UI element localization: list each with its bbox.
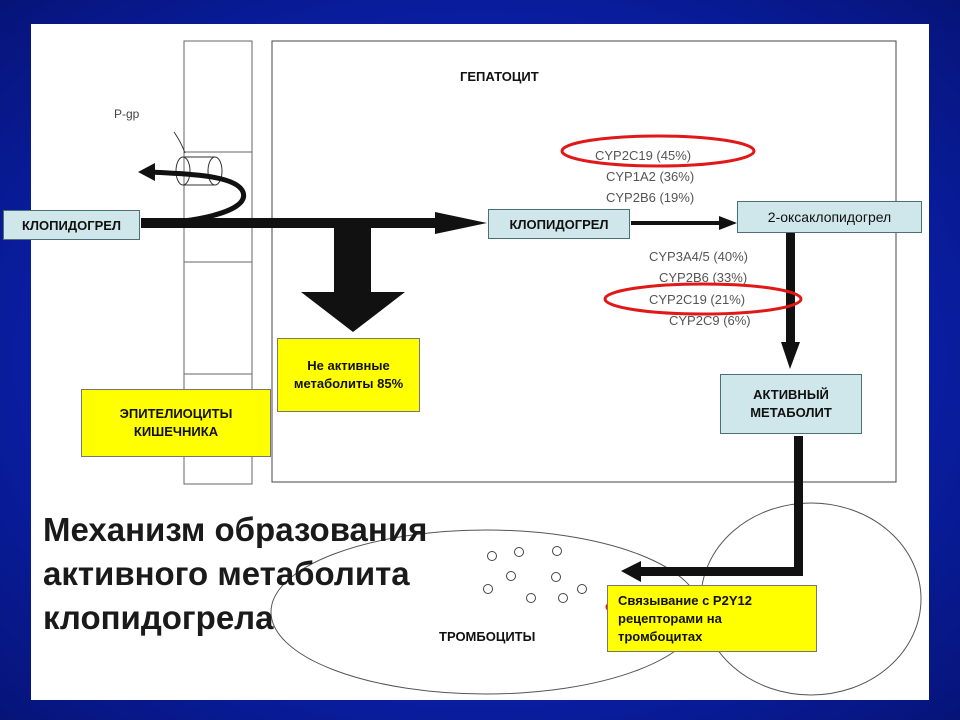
hepatocyte-box bbox=[271, 40, 897, 483]
platelet-granules bbox=[483, 546, 587, 603]
main-absorption-arrow bbox=[141, 218, 441, 228]
diagram-panel: CYP2C19 (45%) CYP1A2 (36%) CYP2B6 (19%) … bbox=[31, 24, 929, 700]
clopidogrel-hepatic-label: КЛОПИДОГРЕЛ bbox=[509, 216, 609, 232]
enzyme-label: CYP3A4/5 (40%) bbox=[649, 249, 748, 264]
cyp2c19-highlight bbox=[603, 282, 803, 316]
oxo-arrowhead bbox=[719, 216, 737, 230]
p2y12-binding-box: Связывание с P2Y12 рецепторами на тромбо… bbox=[607, 585, 817, 652]
platelet-binding-arrowhead bbox=[621, 561, 641, 582]
platelets-label: ТРОМБОЦИТЫ bbox=[439, 629, 535, 644]
active-down-arrowhead bbox=[781, 342, 800, 369]
efflux-arrowhead bbox=[138, 163, 155, 181]
clopidogrel-intake-box: КЛОПИДОГРЕЛ bbox=[3, 210, 140, 240]
enzyme-label: CYP2C9 (6%) bbox=[669, 313, 751, 328]
inactive-metabolites-label: Не активные метаболиты 85% bbox=[293, 358, 404, 391]
active-down-arrow bbox=[786, 232, 795, 348]
active-metabolite-label: АКТИВНЫЙ МЕТАБОЛИТ bbox=[750, 387, 832, 420]
diagram-canvas: CYP2C19 (45%) CYP1A2 (36%) CYP2B6 (19%) … bbox=[114, 40, 922, 696]
main-arrowhead bbox=[435, 212, 487, 234]
pgp-transporter bbox=[175, 156, 223, 186]
enzyme-label: CYP2B6 (19%) bbox=[606, 190, 694, 205]
efflux-loop-arrow bbox=[150, 169, 246, 226]
active-metabolite-box: АКТИВНЫЙ МЕТАБОЛИТ bbox=[720, 374, 862, 434]
active-to-platelet-line bbox=[794, 436, 803, 576]
inactive-down-arrow bbox=[301, 223, 405, 332]
enzyme-label: CYP2C19 (45%) bbox=[595, 148, 691, 163]
pgp-label: P-gp bbox=[114, 107, 140, 121]
enzyme-label: CYP2B6 (33%) bbox=[659, 270, 747, 285]
enzyme-label: CYP2C19 (21%) bbox=[649, 292, 745, 307]
clopidogrel-intake-label: КЛОПИДОГРЕЛ bbox=[21, 217, 122, 233]
pgp-pointer bbox=[173, 131, 186, 154]
enterocytes-box: ЭПИТЕЛИОЦИТЫ КИШЕЧНИКА bbox=[81, 389, 271, 457]
oxo-clopidogrel-label: 2-оксаклопидогрел bbox=[767, 209, 892, 225]
platelet-binding-arrow bbox=[636, 567, 803, 576]
cyp2c19-highlight bbox=[560, 134, 756, 168]
p2y12-binding-label: Связывание с P2Y12 рецепторами на тромбо… bbox=[618, 592, 752, 644]
enterocytes-label: ЭПИТЕЛИОЦИТЫ КИШЕЧНИКА bbox=[119, 406, 233, 439]
hepatocyte-label: ГЕПАТОЦИТ bbox=[460, 69, 539, 84]
oxo-clopidogrel-box: 2-оксаклопидогрел bbox=[737, 201, 922, 233]
clopidogrel-hepatic-box: КЛОПИДОГРЕЛ bbox=[488, 209, 630, 239]
inactive-metabolites-box: Не активные метаболиты 85% bbox=[277, 338, 420, 412]
enzyme-label: CYP1A2 (36%) bbox=[606, 169, 694, 184]
slide-title: Механизм образования активного метаболит… bbox=[43, 511, 428, 636]
